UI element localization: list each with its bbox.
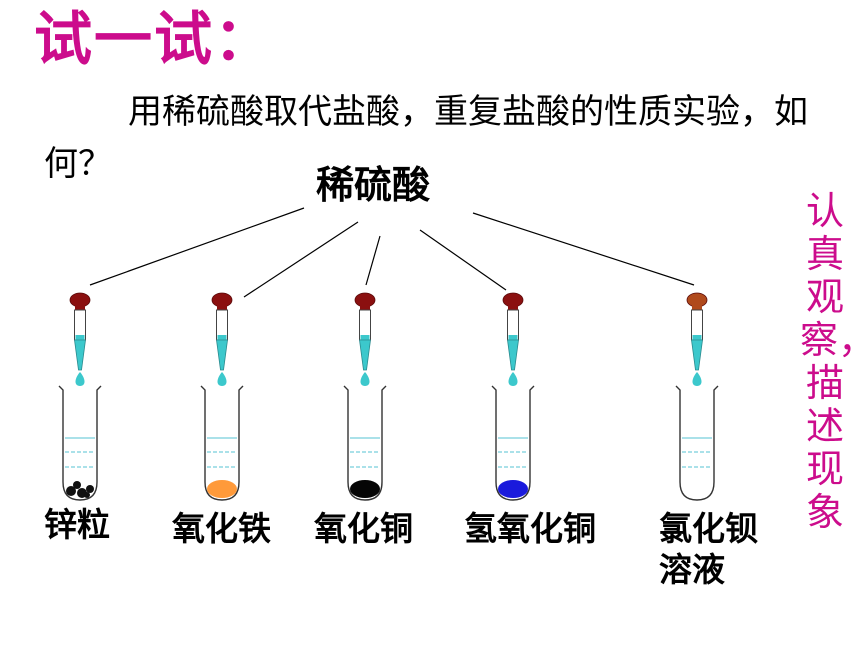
tube-label-1: 锌粒: [44, 508, 110, 541]
solid-reagent: [498, 480, 528, 498]
connector-line-2: [243, 221, 359, 298]
test-tube: [675, 385, 719, 501]
acid-drop: [75, 372, 85, 386]
dropper-tip: [359, 339, 371, 371]
test-tube: [58, 385, 102, 501]
tube-label-2: 氧化铁: [172, 512, 271, 545]
test-tube-set-1: [58, 292, 102, 501]
dropper-cap-base: [217, 305, 227, 311]
reagent-label: 稀硫酸: [316, 163, 431, 207]
zinc-granule: [84, 492, 90, 498]
dropper-liquid: [75, 335, 85, 343]
acid-drop: [360, 372, 370, 386]
test-tube: [343, 385, 387, 501]
side-note: 认真观察，描述现象: [800, 189, 860, 534]
connector-line-4: [419, 229, 507, 291]
test-tube-set-4: [491, 292, 535, 501]
tube-label-line1: 氧化铁: [172, 509, 271, 548]
dropper-cap: [686, 292, 708, 308]
dropper-tip: [691, 339, 703, 371]
dropper-cap: [354, 292, 376, 308]
test-tube: [491, 385, 535, 501]
zinc-granule: [86, 485, 94, 493]
solid-reagent: [350, 480, 380, 498]
dropper-tip: [216, 339, 228, 371]
zinc-granule: [73, 481, 81, 489]
connector-line-5: [472, 212, 695, 286]
dropper-liquid: [360, 335, 370, 343]
tube-label-line1: 氢氧化铜: [464, 509, 596, 548]
acid-drop: [508, 372, 518, 386]
dropper-cap-base: [692, 305, 702, 311]
test-tube-set-2: [200, 292, 244, 501]
tube-label-line2: 溶液: [659, 550, 725, 589]
instruction-text: 用稀硫酸取代盐酸，重复盐酸的性质实验，如何？: [44, 92, 808, 184]
dropper-cap-base: [360, 305, 370, 311]
connector-line-3: [365, 235, 381, 286]
dropper-tip: [507, 339, 519, 371]
dropper-cap-base: [75, 305, 85, 311]
dropper-cap-base: [508, 305, 518, 311]
test-tube-set-5: [675, 292, 719, 501]
dropper-cap: [502, 292, 524, 308]
tube-label-3: 氧化铜: [314, 512, 413, 545]
dropper-liquid: [692, 335, 702, 343]
tube-label-4: 氢氧化铜: [464, 512, 596, 545]
zinc-granule: [66, 486, 76, 496]
acid-drop: [217, 372, 227, 386]
dropper-tip: [74, 339, 86, 371]
connector-line-1: [89, 207, 305, 286]
tube-label-5: 氯化钡溶液: [659, 512, 758, 586]
dropper-liquid: [508, 335, 518, 343]
solid-reagent: [207, 480, 237, 498]
tube-label-line1: 氯化钡: [659, 509, 758, 548]
tube-label-line1: 锌粒: [44, 505, 110, 544]
test-tube-set-3: [343, 292, 387, 501]
slide-title: 试一试：: [34, 5, 275, 73]
tube-label-line1: 氧化铜: [314, 509, 413, 548]
test-tube: [200, 385, 244, 501]
acid-drop: [692, 372, 702, 386]
dropper-liquid: [217, 335, 227, 343]
dropper-cap: [69, 292, 91, 308]
connector-lines: [89, 207, 695, 298]
dropper-cap: [211, 292, 233, 308]
